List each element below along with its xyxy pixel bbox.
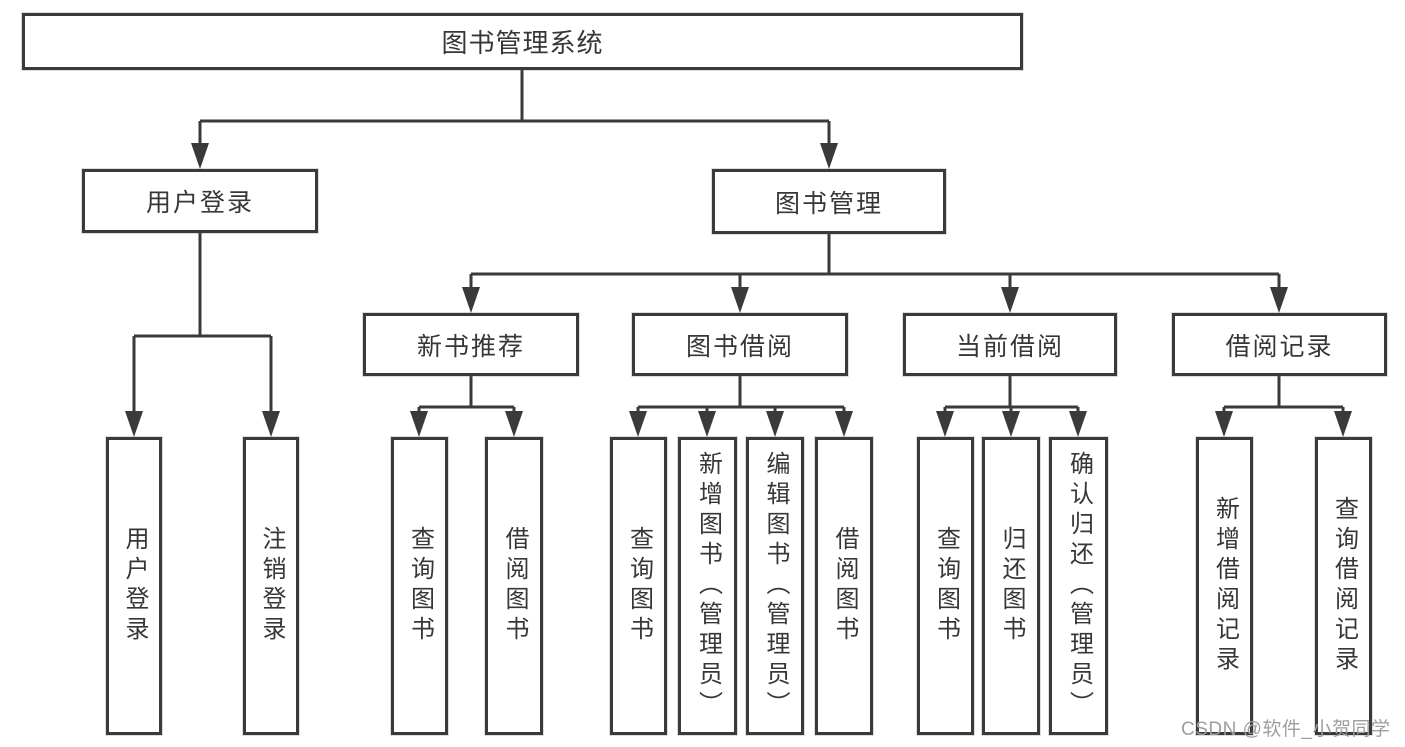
node-current-borrow: 当前借阅 bbox=[903, 313, 1117, 376]
leaf-return-books: 归还图书 bbox=[982, 437, 1040, 735]
connector-current-borrow bbox=[936, 375, 1087, 437]
leaf-add-borrow-record: 新增借阅记录 bbox=[1196, 437, 1253, 735]
leaf-add-books-admin: 新增图书（管理员） bbox=[678, 437, 737, 735]
leaf-borrow-books: 借阅图书 bbox=[815, 437, 873, 735]
leaf-borrow-books-recommend: 借阅图书 bbox=[485, 437, 543, 735]
leaf-user-login: 用户登录 bbox=[106, 437, 162, 735]
leaf-query-books-current: 查询图书 bbox=[917, 437, 974, 735]
leaf-confirm-return-admin: 确认归还（管理员） bbox=[1049, 437, 1108, 735]
connector-book-management bbox=[462, 233, 1288, 313]
node-borrow-records: 借阅记录 bbox=[1172, 313, 1387, 376]
leaf-query-books-borrow: 查询图书 bbox=[610, 437, 667, 735]
node-root: 图书管理系统 bbox=[22, 13, 1023, 70]
leaf-logout: 注销登录 bbox=[243, 437, 299, 735]
connector-book-borrow bbox=[629, 375, 853, 437]
node-new-book-recommend: 新书推荐 bbox=[363, 313, 579, 376]
leaf-edit-books-admin: 编辑图书（管理员） bbox=[746, 437, 804, 735]
connector-new-book-recommend bbox=[410, 375, 523, 437]
node-book-management: 图书管理 bbox=[712, 169, 946, 234]
leaf-query-books-recommend: 查询图书 bbox=[391, 437, 448, 735]
connector-user-login bbox=[125, 232, 280, 437]
connector-root bbox=[191, 69, 838, 169]
leaf-query-borrow-record: 查询借阅记录 bbox=[1315, 437, 1372, 735]
node-user-login: 用户登录 bbox=[82, 169, 318, 233]
connector-borrow-records bbox=[1215, 375, 1352, 437]
csdn-watermark: CSDN @软件_小贺同学 bbox=[1181, 719, 1391, 740]
node-book-borrow: 图书借阅 bbox=[632, 313, 848, 376]
